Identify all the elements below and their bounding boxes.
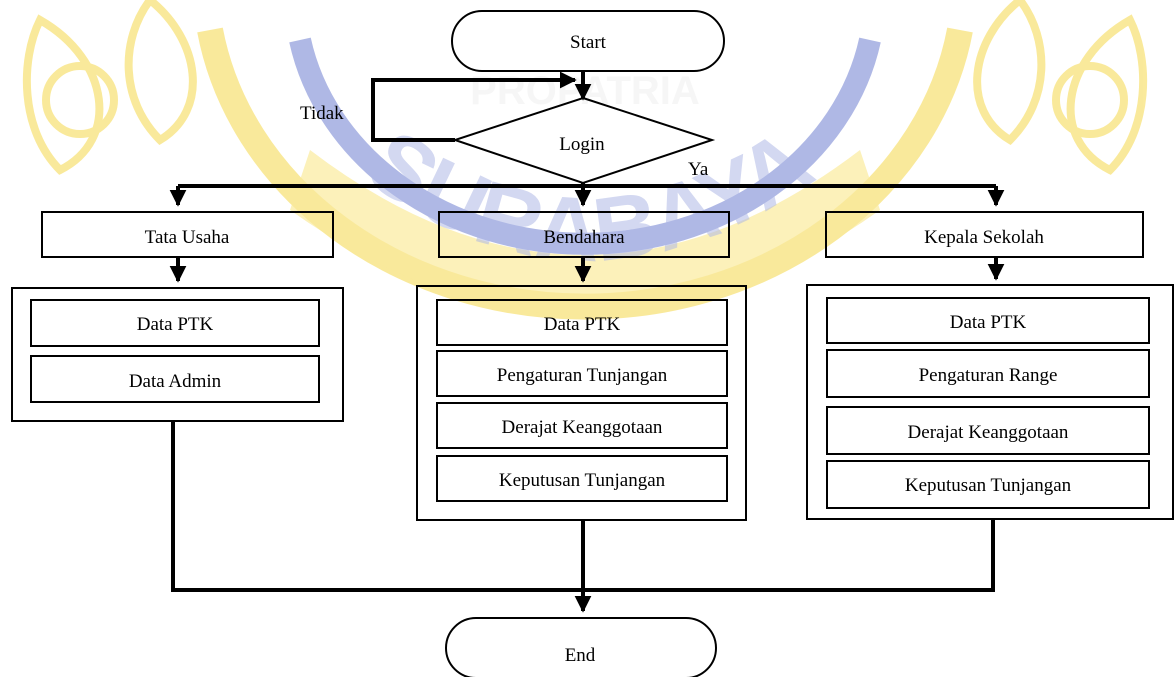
watermark-flames-right xyxy=(973,0,1148,175)
menu-item-label: Data Admin xyxy=(129,371,222,392)
watermark-sash xyxy=(290,150,880,315)
menu-item-label: Pengaturan Range xyxy=(919,365,1058,386)
start-label: Start xyxy=(570,32,607,53)
menu-item-tata-usaha-data-admin xyxy=(30,355,320,403)
menu-item-label: Keputusan Tunjangan xyxy=(499,470,666,491)
menu-group-tata-usaha xyxy=(11,287,344,422)
yes-label: Ya xyxy=(688,159,709,180)
menu-group-kepala-sekolah xyxy=(806,284,1174,520)
menu-item-kepala-sekolah-derajat-keanggotaan xyxy=(826,406,1150,455)
start-terminator xyxy=(451,10,725,72)
menu-item-bendahara-pengaturan-tunjangan xyxy=(436,350,728,397)
role-label-kepala-sekolah: Kepala Sekolah xyxy=(924,227,1044,248)
menu-item-label: Data PTK xyxy=(544,314,621,335)
role-label-bendahara: Bendahara xyxy=(543,227,625,248)
end-label: End xyxy=(565,645,596,666)
no-label: Tidak xyxy=(300,103,344,124)
connector-kepala-sekolah-merge xyxy=(583,519,995,592)
login-label: Login xyxy=(559,134,605,155)
watermark-outer-ring xyxy=(197,27,973,320)
menu-item-kepala-sekolah-data-ptk xyxy=(826,297,1150,344)
menu-item-kepala-sekolah-pengaturan-range xyxy=(826,349,1150,398)
menu-item-bendahara-data-ptk xyxy=(436,299,728,346)
menu-item-kepala-sekolah-keputusan-tunjangan xyxy=(826,460,1150,509)
menu-item-label: Derajat Keanggotaan xyxy=(908,422,1069,443)
end-terminator xyxy=(445,617,717,677)
connector-tata-usaha-merge xyxy=(171,421,583,592)
role-box-kepala-sekolah xyxy=(825,211,1144,258)
watermark-flames-left xyxy=(22,0,197,175)
watermark-inner-ring xyxy=(289,37,881,255)
menu-item-label: Data PTK xyxy=(137,314,214,335)
menu-item-bendahara-keputusan-tunjangan xyxy=(436,455,728,502)
menu-item-bendahara-derajat-keanggotaan xyxy=(436,402,728,449)
menu-item-tata-usaha-data-ptk xyxy=(30,299,320,347)
menu-item-label: Derajat Keanggotaan xyxy=(502,417,663,438)
role-box-tata-usaha xyxy=(41,211,334,258)
menu-item-label: Data PTK xyxy=(950,312,1027,333)
menu-item-label: Pengaturan Tunjangan xyxy=(497,365,668,386)
connector-login-no-loop xyxy=(371,71,577,142)
role-label-tata-usaha: Tata Usaha xyxy=(145,227,230,248)
menu-item-label: Keputusan Tunjangan xyxy=(905,475,1072,496)
